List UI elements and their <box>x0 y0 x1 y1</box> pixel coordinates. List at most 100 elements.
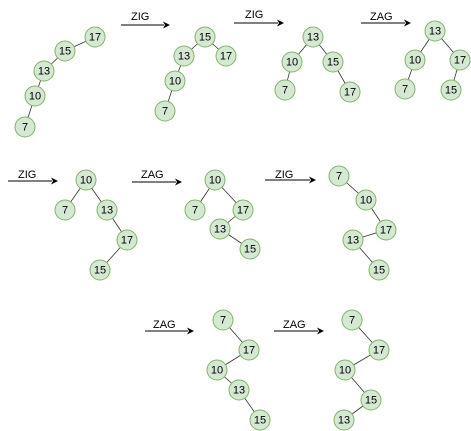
node-key-label: 13 <box>101 205 113 217</box>
node-circle <box>274 79 296 101</box>
node-circle <box>302 26 324 48</box>
tree-node-15: 15 <box>368 259 390 281</box>
tree-node-10: 10 <box>404 49 426 71</box>
node-circle <box>239 238 261 260</box>
node-key-label: 17 <box>220 51 232 63</box>
node-key-label: 15 <box>59 46 71 58</box>
node-key-label: 15 <box>445 85 457 97</box>
tree-node-17: 17 <box>375 219 397 241</box>
rotation-arrow: ZAG <box>361 11 411 27</box>
tree-node-10: 10 <box>75 169 97 191</box>
tree-node-13: 13 <box>302 26 324 48</box>
tree-node-15: 15 <box>322 51 344 73</box>
node-key-label: 10 <box>209 175 221 187</box>
node-key-label: 13 <box>347 235 359 247</box>
arrow-head-icon <box>51 177 58 185</box>
node-key-label: 15 <box>199 32 211 44</box>
tree-node-13: 13 <box>424 20 446 42</box>
node-circle <box>404 49 426 71</box>
node-circle <box>75 169 97 191</box>
tree-node-13: 13 <box>96 199 118 221</box>
node-key-label: 15 <box>327 57 339 69</box>
node-circle <box>355 189 377 211</box>
rotation-arrow: ZIG <box>8 169 58 185</box>
node-key-label: 17 <box>89 32 101 44</box>
rotation-arrow: ZAG <box>274 319 324 335</box>
node-key-label: 10 <box>80 175 92 187</box>
node-circle <box>394 78 416 100</box>
node-circle <box>14 116 36 138</box>
node-key-label: 17 <box>344 87 356 99</box>
node-key-label: 17 <box>373 345 385 357</box>
node-key-label: 7 <box>220 315 226 327</box>
node-circle <box>333 409 355 431</box>
node-key-label: 15 <box>373 265 385 277</box>
node-circle <box>209 218 231 240</box>
node-circle <box>33 60 55 82</box>
tree-node-17: 17 <box>368 339 390 361</box>
tree-node-7: 7 <box>154 100 176 122</box>
node-circle <box>238 339 260 361</box>
rotation-operation-label: ZIG <box>275 169 293 181</box>
tree-node-10: 10 <box>24 85 46 107</box>
tree-node-7: 7 <box>54 199 76 221</box>
arrow-head-icon <box>317 327 324 335</box>
node-key-label: 13 <box>338 415 350 427</box>
node-key-label: 7 <box>192 205 198 217</box>
tree-node-13: 13 <box>33 60 55 82</box>
node-key-label: 17 <box>454 55 466 67</box>
rotation-arrow: ZAG <box>132 169 182 186</box>
tree-node-7: 7 <box>328 165 350 187</box>
node-circle <box>368 339 390 361</box>
node-circle <box>206 359 228 381</box>
node-key-label: 10 <box>211 365 223 377</box>
node-key-label: 13 <box>214 224 226 236</box>
node-circle <box>215 45 237 67</box>
node-key-label: 7 <box>402 84 408 96</box>
node-circle <box>341 309 363 331</box>
tree-node-7: 7 <box>184 199 206 221</box>
tree-node-7: 7 <box>341 309 363 331</box>
arrow-head-icon <box>187 327 194 335</box>
node-circle <box>449 49 471 71</box>
tree-node-10: 10 <box>164 70 186 92</box>
tree-node-17: 17 <box>449 49 471 71</box>
node-key-label: 10 <box>360 195 372 207</box>
tree-node-17: 17 <box>116 229 138 251</box>
node-circle <box>212 309 234 331</box>
node-key-label: 7 <box>22 122 28 134</box>
tree-node-10: 10 <box>355 189 377 211</box>
node-circle <box>334 359 356 381</box>
tree-node-7: 7 <box>212 309 234 331</box>
tree-node-17: 17 <box>232 199 254 221</box>
node-key-label: 7 <box>62 205 68 217</box>
tree-node-15: 15 <box>249 409 271 431</box>
tree-node-15: 15 <box>360 389 382 411</box>
tree-node-15: 15 <box>54 40 76 62</box>
arrow-head-icon <box>277 19 284 27</box>
rotation-arrow: ZIG <box>121 11 170 29</box>
node-circle <box>84 26 106 48</box>
node-circle <box>228 379 250 401</box>
tree-node-17: 17 <box>84 26 106 48</box>
tree-node-7: 7 <box>274 79 296 101</box>
node-key-label: 10 <box>286 57 298 69</box>
rotation-operation-label: ZAG <box>370 11 393 23</box>
node-circle <box>54 40 76 62</box>
tree-node-17: 17 <box>215 45 237 67</box>
node-key-label: 10 <box>409 55 421 67</box>
node-circle <box>339 81 361 103</box>
tree-node-15: 15 <box>239 238 261 260</box>
node-key-label: 17 <box>380 225 392 237</box>
arrow-head-icon <box>175 178 182 186</box>
node-key-label: 15 <box>365 395 377 407</box>
node-key-label: 13 <box>233 385 245 397</box>
node-key-label: 15 <box>254 415 266 427</box>
rotation-arrow: ZIG <box>234 9 284 27</box>
node-circle <box>360 389 382 411</box>
node-key-label: 10 <box>339 365 351 377</box>
node-circle <box>154 100 176 122</box>
node-key-label: 15 <box>94 265 106 277</box>
